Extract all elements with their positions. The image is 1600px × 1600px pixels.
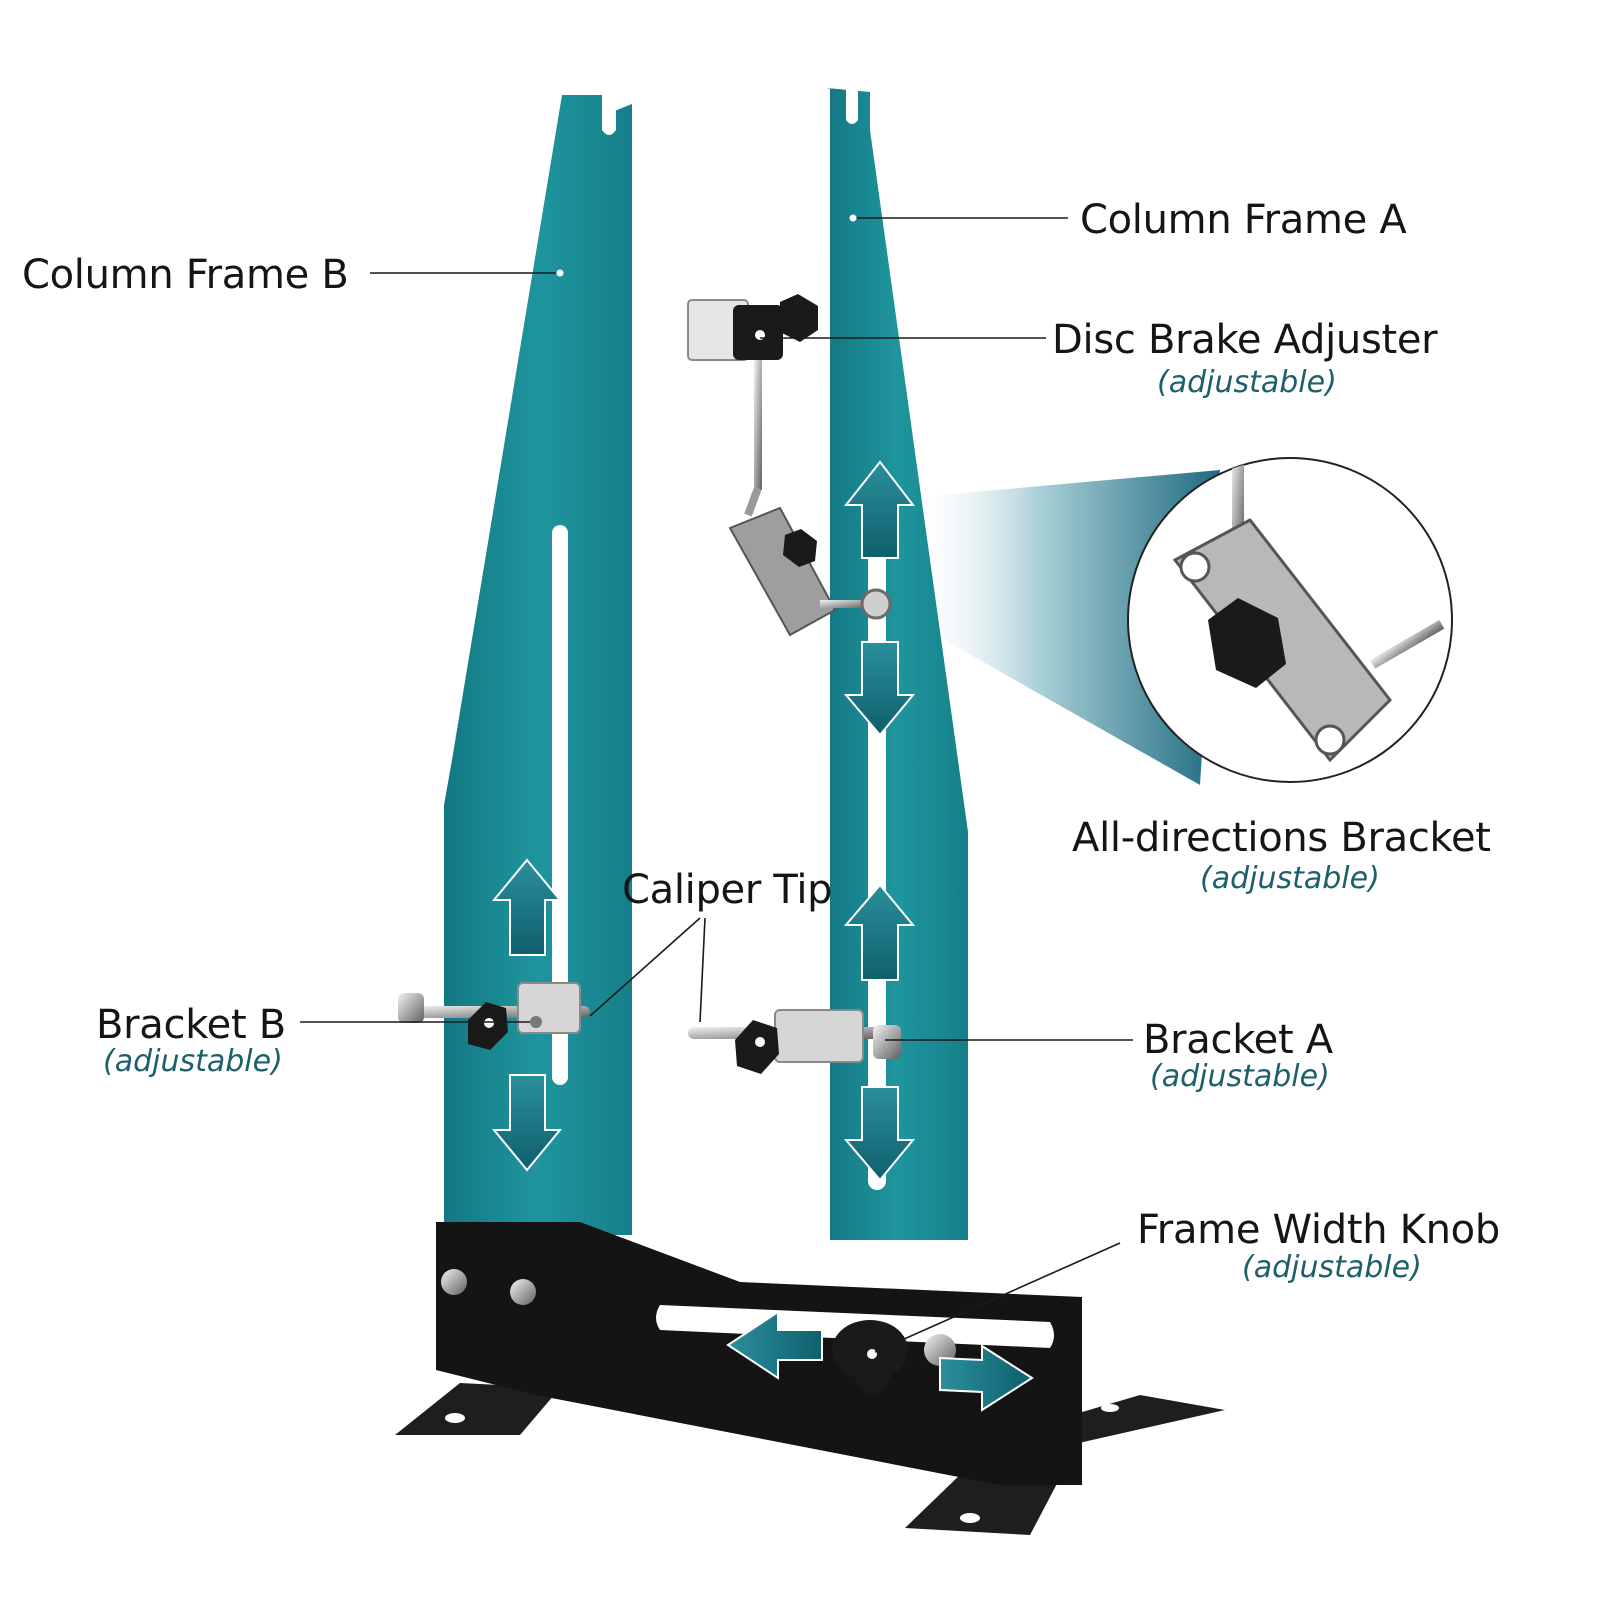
label-column-frame-b: Column Frame B: [22, 252, 349, 298]
label-bracket-a: Bracket A: [1143, 1017, 1333, 1063]
up-arrow-icon: [843, 460, 916, 559]
up-arrow-icon: [491, 858, 563, 956]
knob-icon: [783, 529, 817, 567]
knob-icon: [780, 294, 818, 342]
right-arrow-icon: [939, 1344, 1034, 1412]
label-disc-brake-adjuster-adjustable: (adjustable): [1157, 365, 1337, 400]
knob-icon: [1208, 598, 1286, 688]
down-arrow-icon: [843, 641, 916, 737]
label-column-frame-a: Column Frame A: [1080, 197, 1407, 243]
label-bracket-b-adjustable: (adjustable): [103, 1044, 283, 1079]
left-arrow-icon: [726, 1310, 823, 1380]
base: [395, 1222, 1225, 1535]
slot-frame-b: [552, 525, 568, 1085]
knob-icon: [735, 1020, 779, 1074]
label-all-directions-bracket-adjustable: (adjustable): [1200, 861, 1380, 896]
bracket-a: [688, 1009, 901, 1074]
label-disc-brake-adjuster: Disc Brake Adjuster: [1052, 317, 1438, 363]
disc-brake-adjuster: [687, 294, 892, 637]
bolt-icon: [441, 1269, 467, 1295]
label-caliper-tip: Caliper Tip: [622, 867, 833, 913]
label-all-directions-bracket: All-directions Bracket: [1072, 815, 1491, 861]
label-frame-width-knob-adjustable: (adjustable): [1242, 1250, 1422, 1285]
label-bracket-b: Bracket B: [96, 1002, 286, 1048]
bolt-icon: [510, 1279, 536, 1305]
label-frame-width-knob: Frame Width Knob: [1137, 1207, 1500, 1253]
leader-lines: [300, 217, 1133, 1353]
down-arrow-icon: [491, 1074, 563, 1172]
label-bracket-a-adjustable: (adjustable): [1150, 1059, 1330, 1094]
up-arrow-icon: [843, 883, 916, 981]
frame-width-knob-icon: [832, 1320, 908, 1396]
bracket-b: [398, 982, 590, 1050]
down-arrow-icon: [843, 1086, 916, 1182]
all-directions-bracket-detail: [1127, 457, 1453, 783]
column-frame-b: [444, 95, 632, 1235]
